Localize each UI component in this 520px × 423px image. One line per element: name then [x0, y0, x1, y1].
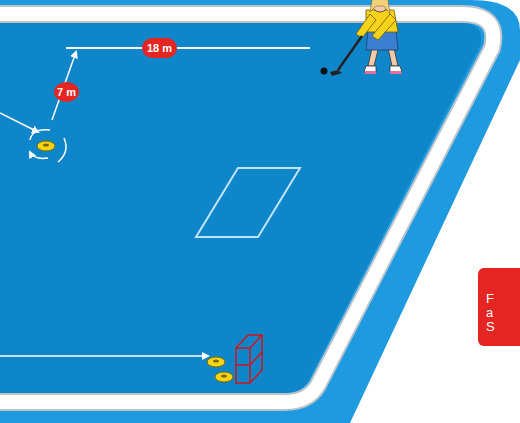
- rink-board: [0, 14, 493, 402]
- distance-line: [66, 47, 310, 49]
- rink-floor: [0, 23, 481, 393]
- goal: [236, 335, 262, 383]
- turn-arrow: [58, 138, 66, 162]
- turn-arrow: [30, 152, 48, 158]
- note-box: [478, 268, 520, 346]
- dimension-badge: 18 m: [142, 38, 177, 58]
- cone: [221, 374, 227, 377]
- dimension-badge: 7 m: [54, 82, 79, 102]
- note-text: F: [486, 292, 494, 306]
- run-arrow: [0, 113, 38, 132]
- cone: [213, 359, 219, 362]
- note-text: a: [486, 306, 493, 320]
- run-arrow: [0, 355, 208, 357]
- turn-arrow: [30, 130, 50, 140]
- player-figure: [321, 0, 403, 76]
- cone: [215, 372, 233, 382]
- cone: [37, 141, 55, 151]
- cone: [207, 357, 225, 367]
- cone: [43, 143, 49, 146]
- rink-board-edge: [0, 14, 493, 402]
- note-text: S: [486, 320, 495, 334]
- center-square: [196, 168, 300, 237]
